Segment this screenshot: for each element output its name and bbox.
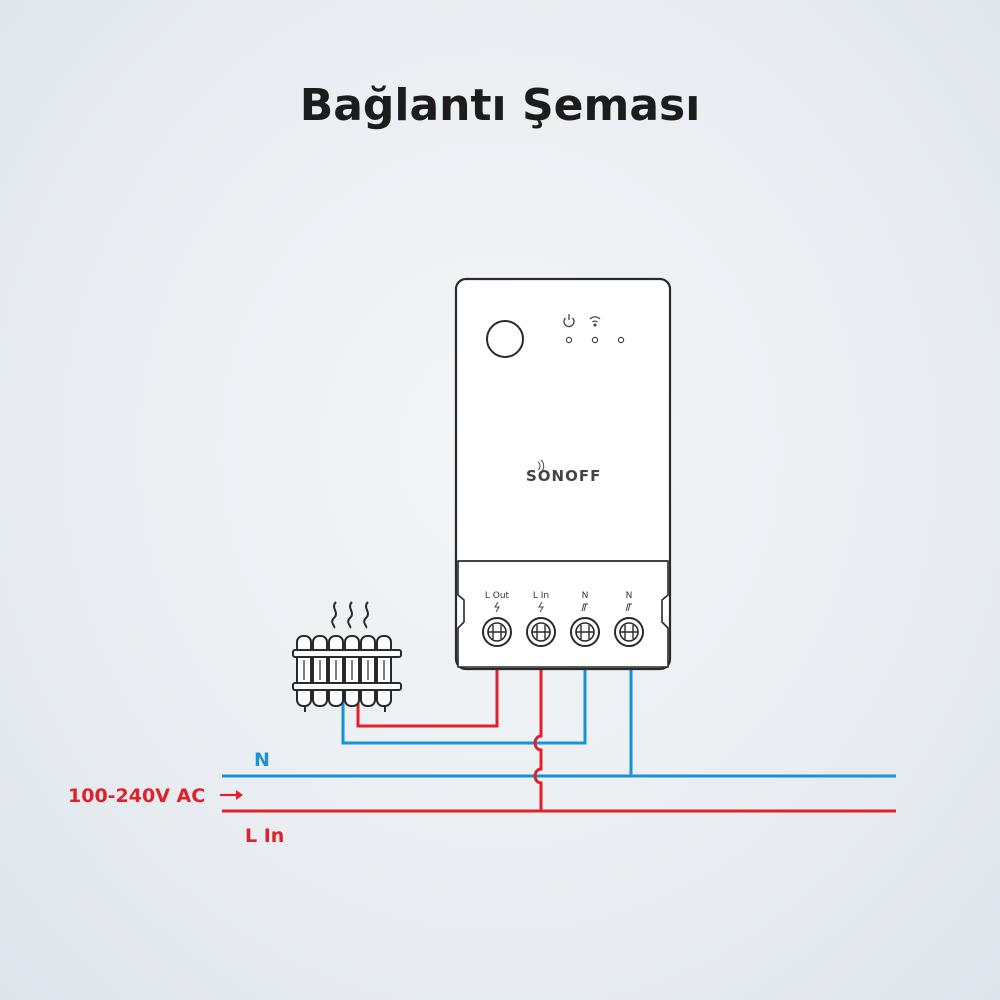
arrow-right-icon xyxy=(220,790,243,800)
neutral-symbol-icon xyxy=(581,603,588,612)
heater-live-wire xyxy=(356,669,499,728)
neutral-symbol-icon xyxy=(625,603,632,612)
wifi-led xyxy=(591,336,599,344)
lightning-icon xyxy=(538,601,544,613)
power-icon xyxy=(563,314,575,328)
lightning-icon xyxy=(494,601,500,613)
terminal-label-n1: N xyxy=(582,591,589,601)
supply-voltage-label: 100-240V AC xyxy=(68,785,205,807)
terminal-screw-n2 xyxy=(614,617,644,647)
heat-waves-icon xyxy=(331,601,369,629)
terminal-screw-l-in xyxy=(526,617,556,647)
wires xyxy=(222,669,896,813)
terminal-screw-n1 xyxy=(570,617,600,647)
neutral-line-label: N xyxy=(254,749,270,771)
pairing-button[interactable] xyxy=(486,320,524,358)
brand-name: SONOFF xyxy=(526,467,601,485)
brand-logo: SONOFF xyxy=(526,459,601,485)
terminal-screw-l-out xyxy=(482,617,512,647)
terminal-screws xyxy=(482,617,644,647)
terminal-block xyxy=(457,560,669,668)
power-led xyxy=(565,336,573,344)
live-in-wire xyxy=(533,669,543,811)
heater-neutral-wire xyxy=(341,669,587,745)
wifi-icon xyxy=(589,316,601,327)
heater-icon xyxy=(292,601,402,712)
page-title: Bağlantı Şeması xyxy=(300,80,701,131)
terminal-label-l-out: L Out xyxy=(485,591,510,601)
smart-switch-device: SONOFF L Out L In N N xyxy=(454,277,672,671)
live-line-label: L In xyxy=(245,825,284,847)
terminal-label-n2: N xyxy=(626,591,633,601)
status-led xyxy=(617,336,625,344)
terminal-label-l-in: L In xyxy=(533,591,549,601)
